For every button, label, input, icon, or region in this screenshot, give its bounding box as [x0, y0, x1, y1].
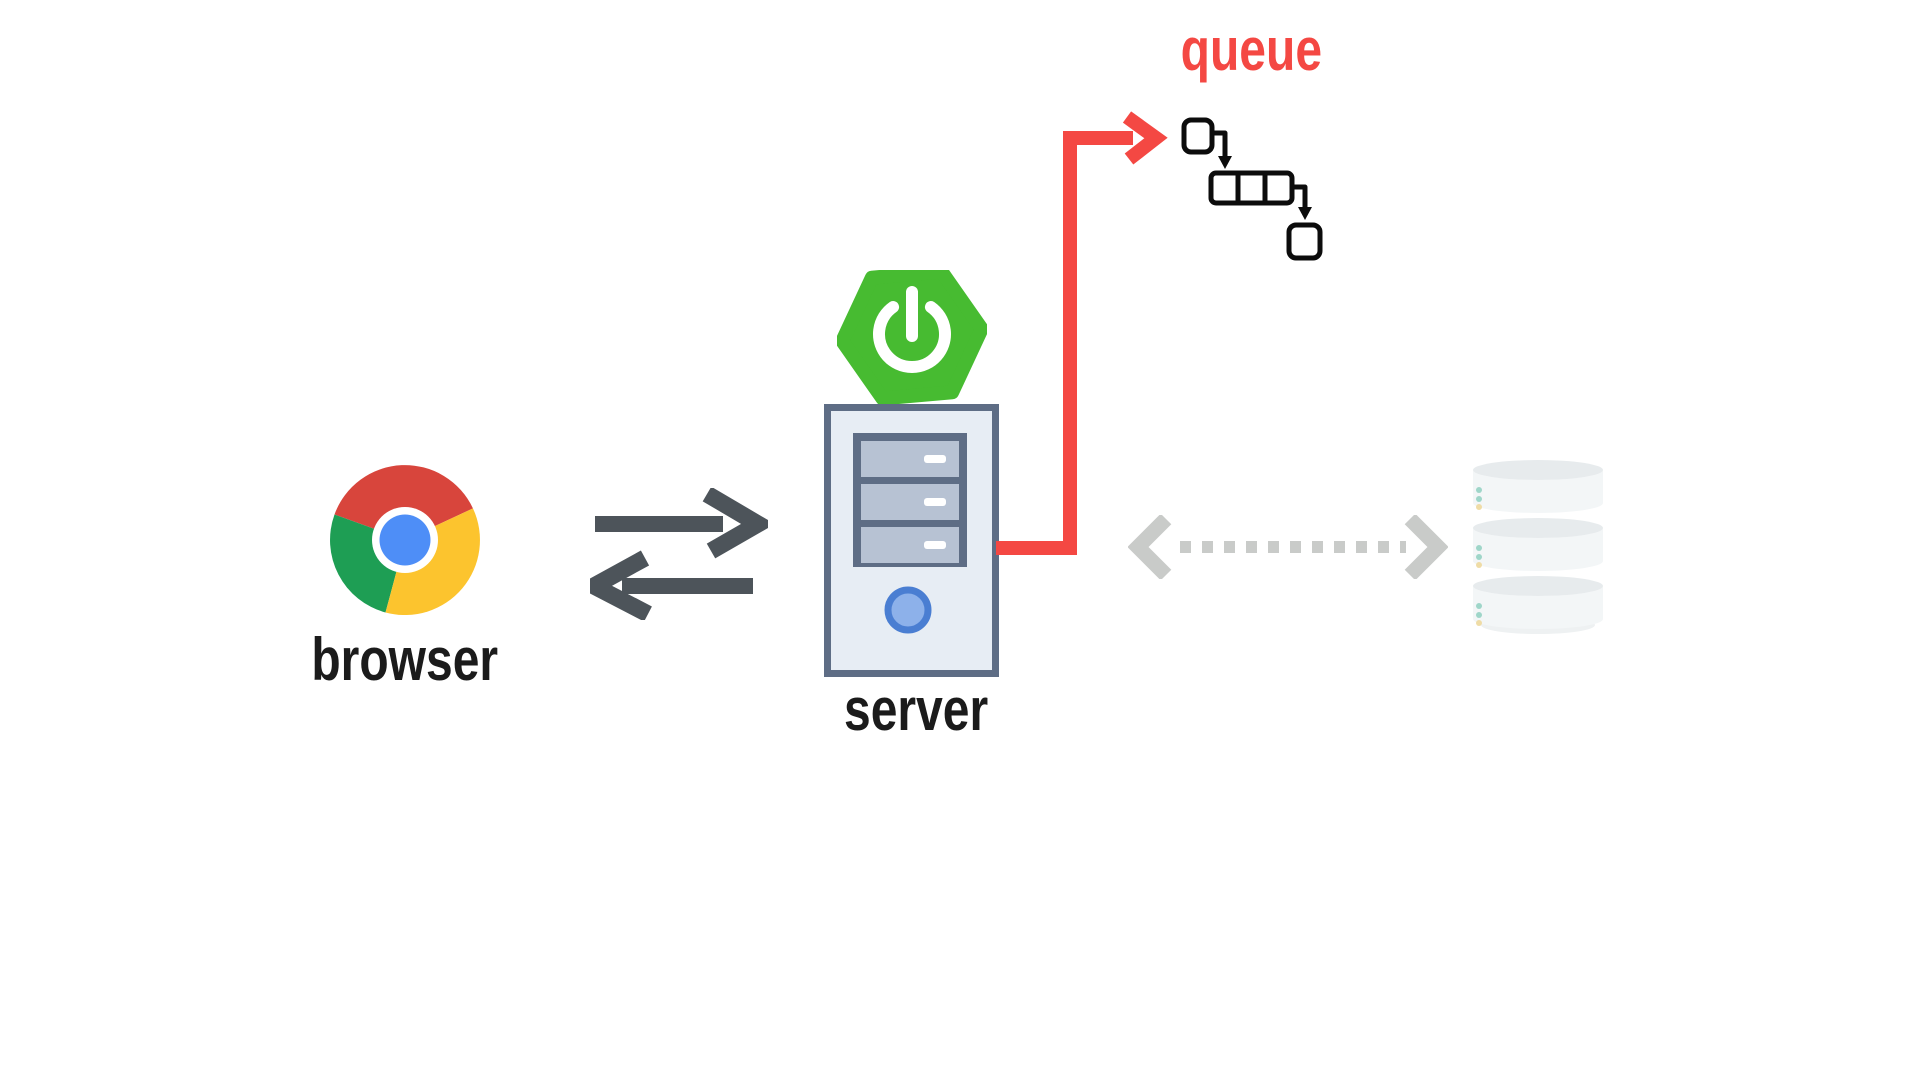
chrome-yellow-segment: [385, 508, 480, 615]
queue-arrowhead-in: [1218, 156, 1232, 169]
queue-item-out: [1286, 222, 1323, 261]
chrome-browser-icon: [330, 465, 480, 615]
server-tower-icon: [824, 404, 999, 677]
queue-connector-out: [1292, 184, 1308, 208]
arrow-right: [595, 488, 768, 559]
queue-label: queue: [1180, 16, 1322, 83]
queue-boxes-icon: [1181, 117, 1323, 261]
browser-label: browser: [311, 626, 499, 693]
chrome-blue-center: [379, 514, 431, 566]
power-arc-icon: [873, 301, 951, 373]
red-arrowhead: [1122, 111, 1168, 165]
server-to-queue-arrow: [996, 111, 1168, 555]
chrome-red-segment: [334, 465, 473, 540]
server-database-dashed-arrow: [1128, 515, 1448, 579]
server-label: server: [843, 676, 989, 743]
database-stack-icon: [1473, 460, 1603, 634]
database-segment: [1473, 460, 1603, 513]
queue-item-in: [1181, 117, 1215, 155]
queue-connector-in: [1212, 130, 1228, 156]
database-segment: [1473, 518, 1603, 571]
power-button: [884, 586, 932, 634]
arrow-left: [590, 550, 753, 620]
drive-slots: [861, 441, 959, 563]
dashed-arrowhead-right: [1404, 515, 1448, 579]
spring-boot-icon: [837, 270, 987, 404]
queue-arrowhead-out: [1298, 207, 1312, 220]
dashed-arrowhead-left: [1128, 515, 1172, 579]
browser-server-exchange-arrows: [590, 488, 768, 620]
database-segment: [1473, 576, 1603, 629]
queue-row: [1208, 170, 1295, 206]
